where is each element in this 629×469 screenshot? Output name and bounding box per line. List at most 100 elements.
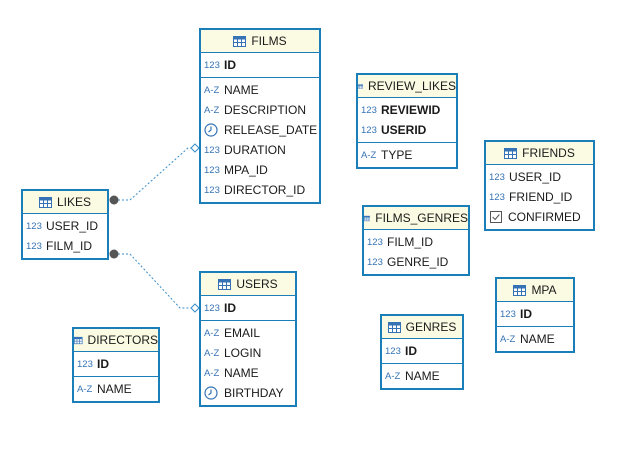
table-icon (218, 278, 232, 290)
entity-title: DIRECTORS (87, 333, 158, 347)
checkbox-icon (490, 211, 502, 223)
entity-header: FILMS (201, 30, 319, 53)
relationship-end-dot (109, 249, 119, 259)
column-row[interactable]: BIRTHDAY (201, 383, 295, 403)
entity-title: MPA (531, 283, 557, 297)
column-name: ID (520, 307, 532, 321)
column-name: BIRTHDAY (224, 386, 284, 400)
numeric-type-icon: 123 (204, 184, 220, 196)
entity-header: FRIENDS (486, 142, 593, 165)
numeric-type-icon: 123 (385, 345, 401, 357)
numeric-type-icon: 123 (204, 144, 220, 156)
text-type-icon: A-Z (500, 333, 516, 345)
entity-header: LIKES (23, 191, 107, 214)
relationship-likes-users (109, 249, 200, 313)
column-name: NAME (520, 332, 555, 346)
entity-header: FILMS_GENRES (364, 207, 468, 230)
entity-title: FILMS_GENRES (375, 211, 468, 225)
column-name: NAME (405, 369, 440, 383)
column-name: MPA_ID (224, 163, 268, 177)
clock-icon (204, 386, 218, 400)
table-icon (358, 83, 363, 89)
numeric-type-icon: 123 (367, 256, 383, 268)
relationship-likes-films (109, 143, 200, 205)
column-row[interactable]: 123 ID (74, 354, 158, 374)
text-type-icon: A-Z (204, 327, 220, 339)
column-name: DIRECTOR_ID (224, 183, 306, 197)
table-icon (74, 336, 83, 344)
relationship-end-diamond (190, 143, 200, 153)
numeric-type-icon: 123 (77, 358, 93, 370)
primary-key-section: 123 ID (74, 352, 158, 376)
entity-header: DIRECTORS (74, 329, 158, 352)
relationship-end-diamond (190, 303, 200, 313)
numeric-type-icon: 123 (361, 124, 377, 136)
column-row[interactable]: A-Z NAME (497, 329, 573, 349)
column-name: ID (97, 357, 109, 371)
column-name: REVIEWID (381, 103, 441, 117)
numeric-type-icon: 123 (26, 240, 42, 252)
column-name: FRIEND_ID (509, 190, 573, 204)
numeric-type-icon: 123 (26, 220, 42, 232)
column-name: USER_ID (509, 170, 562, 184)
table-icon (364, 215, 371, 221)
column-row[interactable]: 123 DURATION (201, 140, 319, 160)
column-row[interactable]: 123 FRIEND_ID (486, 187, 593, 207)
text-type-icon: A-Z (361, 149, 377, 161)
column-row[interactable]: 123 USERID (358, 120, 456, 140)
entity-header: USERS (201, 273, 295, 296)
column-name: CONFIRMED (508, 210, 581, 224)
table-icon (38, 196, 52, 208)
column-name: LOGIN (224, 346, 262, 360)
text-type-icon: A-Z (204, 367, 220, 379)
column-name: DURATION (224, 143, 286, 157)
numeric-type-icon: 123 (489, 191, 505, 203)
column-row[interactable]: CONFIRMED (486, 207, 593, 227)
column-row[interactable]: RELEASE_DATE (201, 120, 319, 140)
entity-header: MPA (497, 279, 573, 302)
table-icon (504, 147, 518, 159)
column-name: USERID (381, 123, 427, 137)
column-row[interactable]: 123 DIRECTOR_ID (201, 180, 319, 200)
table-icon (233, 35, 247, 47)
entity-title: USERS (236, 277, 278, 291)
table-icon (513, 284, 527, 296)
numeric-type-icon: 123 (367, 236, 383, 248)
entity-title: FILMS (251, 34, 287, 48)
table-icon (387, 321, 401, 333)
